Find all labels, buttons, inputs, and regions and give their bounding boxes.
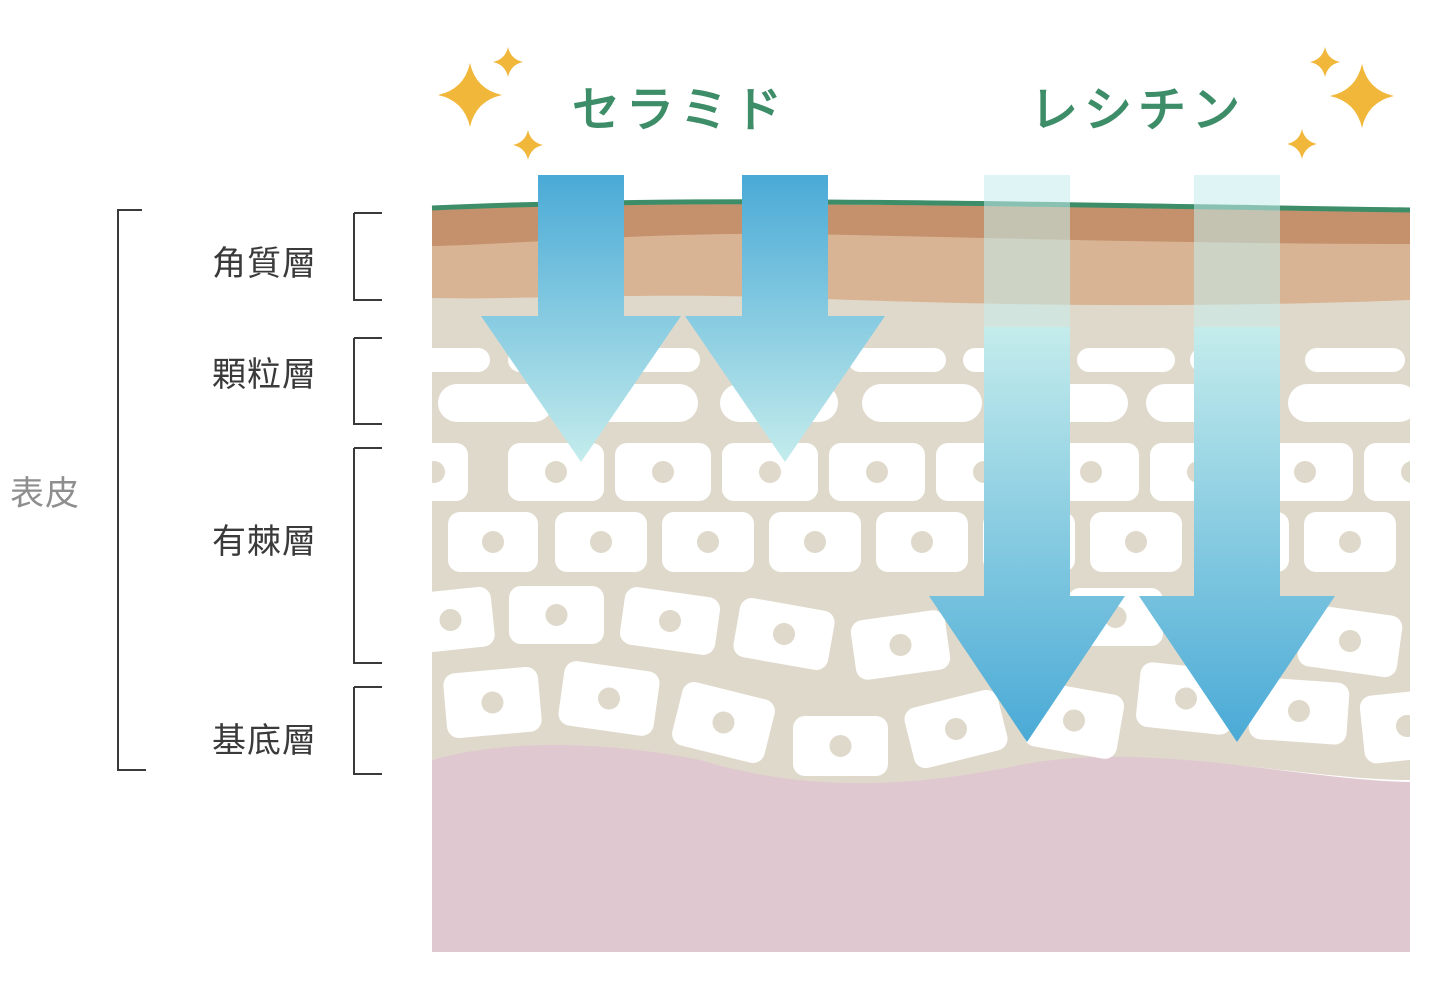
cell xyxy=(619,587,721,655)
cell-nucleus xyxy=(1288,700,1310,722)
cell xyxy=(876,512,968,572)
cell-nucleus xyxy=(598,687,620,710)
cell xyxy=(1090,512,1182,572)
granular-cell xyxy=(1305,348,1405,372)
sparkle-icon xyxy=(1330,64,1394,128)
sparkle-icon xyxy=(1287,129,1317,159)
cell xyxy=(722,443,818,501)
layer-label-stratum-corneum: 角質層 xyxy=(212,244,317,284)
granular-cell xyxy=(848,348,946,372)
cell-nucleus xyxy=(1294,461,1316,483)
cell xyxy=(443,666,542,739)
cell-nucleus xyxy=(1175,687,1197,710)
cell-nucleus xyxy=(712,711,735,734)
cell xyxy=(432,586,495,654)
lecithin-arrow-faint xyxy=(984,175,1070,327)
granular-cell xyxy=(862,384,982,422)
ceramide-title: セラミド xyxy=(572,82,789,138)
cell xyxy=(1297,604,1403,678)
cell xyxy=(769,512,861,572)
ceramide-arrow xyxy=(685,175,885,462)
brackets xyxy=(117,209,382,775)
cell-nucleus xyxy=(804,531,826,553)
sparkle-icon xyxy=(493,47,523,77)
cell xyxy=(662,512,754,572)
granular-cell xyxy=(1077,348,1175,372)
cell-nucleus xyxy=(659,610,681,632)
sparkle-icon xyxy=(438,63,502,127)
cell xyxy=(850,610,951,680)
cell-nucleus xyxy=(1401,461,1410,483)
layer-bracket xyxy=(353,337,382,425)
cell-nucleus xyxy=(1339,630,1361,652)
cell xyxy=(1248,677,1350,745)
cell-nucleus xyxy=(829,735,852,757)
cell xyxy=(508,443,604,501)
cell-nucleus xyxy=(481,691,504,714)
cell-nucleus xyxy=(432,461,445,483)
epidermis-label: 表皮 xyxy=(10,474,80,514)
cell-nucleus xyxy=(439,609,462,631)
epidermis-bracket xyxy=(117,209,146,771)
cell-nucleus xyxy=(1080,461,1102,483)
cell xyxy=(904,689,1008,769)
layer-label-spinous: 有棘層 xyxy=(212,522,317,562)
cell-nucleus xyxy=(697,531,719,553)
layer-bracket xyxy=(353,212,382,301)
sparkle-icon xyxy=(1310,47,1340,77)
granular-cell xyxy=(432,348,490,372)
cell xyxy=(1359,688,1410,764)
lecithin-title: レシチン xyxy=(1030,82,1247,138)
cells xyxy=(432,348,1410,776)
cell-nucleus xyxy=(773,623,795,645)
layer-bracket xyxy=(353,686,382,775)
layer-label-basal: 基底層 xyxy=(212,721,317,761)
cell xyxy=(558,661,660,736)
lecithin-arrow xyxy=(1139,327,1335,742)
cell xyxy=(509,586,604,644)
cell-nucleus xyxy=(911,531,933,553)
cell xyxy=(672,682,775,763)
stratum-corneum-dark xyxy=(432,204,1410,246)
cell-nucleus xyxy=(1063,709,1085,732)
granular-cell xyxy=(438,384,553,422)
cell-nucleus xyxy=(889,634,912,656)
lecithin-arrow-faint xyxy=(1194,175,1280,327)
cell xyxy=(615,443,711,501)
cell-nucleus xyxy=(866,461,888,483)
cell-nucleus xyxy=(1339,531,1361,553)
cell xyxy=(1364,443,1410,501)
cell xyxy=(448,512,538,572)
cell-nucleus xyxy=(590,531,612,553)
cell-nucleus xyxy=(652,461,674,483)
cell xyxy=(1257,443,1353,501)
cell xyxy=(432,443,468,501)
cell-nucleus xyxy=(945,718,967,740)
granular-cell xyxy=(1288,384,1410,422)
cell-nucleus xyxy=(1125,531,1147,553)
cell-nucleus xyxy=(545,461,567,483)
dermis xyxy=(432,745,1410,952)
cell-nucleus xyxy=(545,604,568,626)
sparkles xyxy=(438,47,1394,160)
arrows xyxy=(481,175,1335,742)
cell xyxy=(829,443,925,501)
cell-nucleus xyxy=(759,461,781,483)
lecithin-arrow xyxy=(929,327,1125,742)
cell xyxy=(793,716,888,776)
layer-label-granular: 顆粒層 xyxy=(212,355,317,395)
sparkle-icon xyxy=(513,130,543,160)
cell xyxy=(555,512,647,572)
cell-nucleus xyxy=(1396,715,1410,737)
cell xyxy=(1304,512,1396,572)
layer-bracket xyxy=(353,447,382,664)
ceramide-arrow xyxy=(481,175,681,462)
cell xyxy=(733,598,835,670)
cell-nucleus xyxy=(482,531,504,553)
